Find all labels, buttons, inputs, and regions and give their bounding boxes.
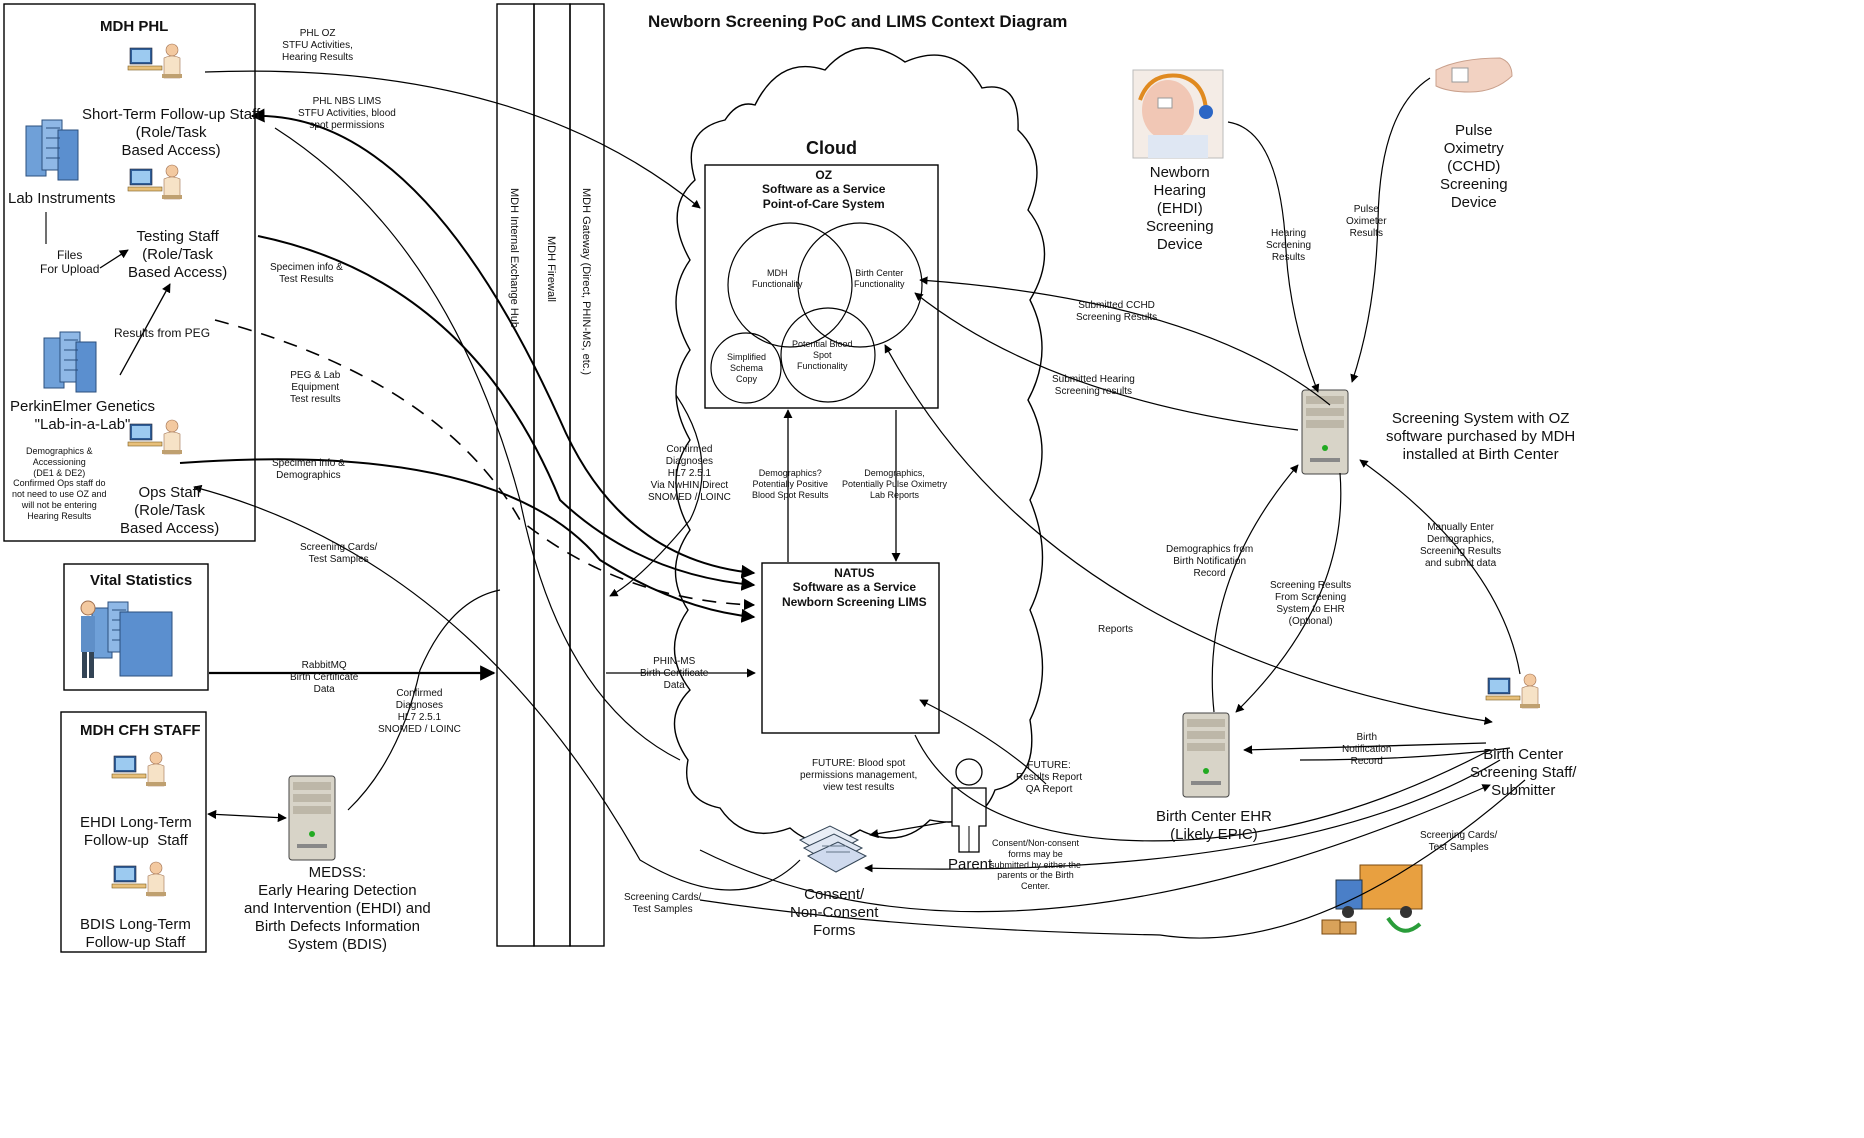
confirmed-hl7-flow-label: Confirmed Diagnoses HL7 2.5.1 SNOMED / L… bbox=[378, 688, 461, 735]
shipping-truck-icon bbox=[1321, 864, 1423, 935]
screening-cards-flow-label-1: Screening Cards/ Test Samples bbox=[300, 542, 378, 565]
screening-system-label: Screening System with OZ software purcha… bbox=[1386, 410, 1576, 463]
manually-enter-flow-label: Manually Enter Demographics, Screening R… bbox=[1420, 522, 1502, 569]
medss-server-icon bbox=[288, 775, 336, 861]
reports-flow-label: Reports bbox=[1098, 624, 1134, 635]
medss-label: MEDSS: Early Hearing Detection and Inter… bbox=[244, 864, 431, 953]
schema-copy-label: Simplified Schema Copy bbox=[727, 352, 767, 384]
pulse-oximetry-device-icon bbox=[1435, 57, 1513, 93]
natus-title: NATUS Software as a Service Newborn Scre… bbox=[782, 566, 927, 609]
mdh-cfh-box bbox=[60, 711, 207, 953]
birth-center-staff-label: Birth Center Screening Staff/ Submitter bbox=[1470, 746, 1577, 799]
parent-icon bbox=[951, 758, 987, 853]
cloud-label: Cloud bbox=[806, 138, 857, 158]
files-for-upload-label: Files For Upload bbox=[40, 248, 100, 277]
vital-statistics-title: Vital Statistics bbox=[90, 572, 193, 589]
perkin-elmer-icon bbox=[43, 331, 97, 393]
firewall-column bbox=[533, 3, 571, 947]
vital-statistics-box bbox=[63, 563, 209, 691]
submitted-cchd-flow-label: Submitted CCHD Screening Results bbox=[1076, 300, 1158, 323]
parent-label: Parent bbox=[948, 856, 993, 873]
ops-staff-label: Ops Staff (Role/Task Based Access) bbox=[120, 484, 220, 537]
testing-staff-label: Testing Staff (Role/Task Based Access) bbox=[128, 228, 228, 281]
firewall-label: MDH Firewall bbox=[545, 236, 557, 302]
pulse-ox-label: Pulse Oximetry (CCHD) Screening Device bbox=[1440, 122, 1508, 211]
exchange-hub-column bbox=[496, 3, 535, 947]
consent-forms-label: Consent/ Non-Consent Forms bbox=[790, 886, 879, 939]
gateway-column bbox=[569, 3, 605, 947]
future-bloodspot-flow-label: FUTURE: Blood spot permissions managemen… bbox=[800, 758, 918, 793]
screening-to-ehr-flow-label: Screening Results From Screening System … bbox=[1270, 580, 1352, 627]
screening-cards-flow-label-2: Screening Cards/ Test Samples bbox=[624, 892, 702, 915]
lab-instruments-label: Lab Instruments bbox=[8, 190, 116, 207]
phl-lims-flow-label: PHL NBS LIMS STFU Activities, blood spot… bbox=[298, 96, 396, 131]
birth-center-staff-icon bbox=[1485, 673, 1541, 709]
screening-cards-flow-label-3: Screening Cards/ Test Samples bbox=[1420, 830, 1498, 853]
oz-title: OZ Software as a Service Point-of-Care S… bbox=[762, 168, 886, 211]
submitted-hearing-flow-label: Submitted Hearing Screening results bbox=[1052, 374, 1135, 397]
hearing-results-flow-label: Hearing Screening Results bbox=[1266, 228, 1312, 263]
blood-spot-functionality-label: Potential Blood Spot Functionality bbox=[792, 339, 853, 371]
birth-center-functionality-label: Birth Center Functionality bbox=[854, 268, 905, 289]
bdis-staff-label: BDIS Long-Term Follow-up Staff bbox=[80, 916, 191, 951]
blood-spot-functionality-circle bbox=[780, 307, 876, 403]
lab-instruments-icon bbox=[25, 119, 79, 181]
curve-connectors bbox=[179, 70, 1526, 939]
demo-bloodspot-label: Demographics? Potentially Positive Blood… bbox=[752, 468, 829, 500]
ops-note-label: Demographics & Accessioning (DE1 & DE2) … bbox=[12, 446, 107, 521]
results-from-peg-label: Results from PEG bbox=[114, 326, 211, 340]
demo-pulse-label: Demographics, Potentially Pulse Oximetry… bbox=[842, 468, 948, 500]
mdh-cfh-title: MDH CFH STAFF bbox=[80, 722, 201, 739]
rabbitmq-flow-label: RabbitMQ Birth Certificate Data bbox=[290, 660, 359, 695]
screening-system-server-icon bbox=[1301, 389, 1349, 475]
birth-center-ehr-label: Birth Center EHR (Likely EPIC) bbox=[1156, 808, 1272, 843]
gateway-label: MDH Gateway (Direct, PHIN-MS, etc.) bbox=[580, 188, 592, 376]
stfu-staff-icon bbox=[127, 43, 183, 79]
future-results-flow-label: FUTURE: Results Report QA Report bbox=[1016, 760, 1083, 795]
demo-birth-notification-flow-label: Demographics from Birth Notification Rec… bbox=[1166, 544, 1254, 579]
consent-forms-icon bbox=[798, 825, 868, 873]
birth-center-functionality-circle bbox=[797, 222, 923, 348]
newborn-hearing-label: Newborn Hearing (EHDI) Screening Device bbox=[1146, 164, 1214, 253]
ehdi-staff-icon bbox=[111, 751, 167, 787]
newborn-hearing-device-icon bbox=[1132, 69, 1224, 159]
ehdi-staff-label: EHDI Long-Term Follow-up Staff bbox=[80, 814, 192, 849]
testing-staff-icon bbox=[127, 164, 183, 200]
connectors bbox=[45, 212, 1487, 839]
diagram-title: Newborn Screening PoC and LIMS Context D… bbox=[648, 12, 1068, 31]
mdh-phl-title: MDH PHL bbox=[100, 18, 169, 35]
stfu-staff-label: Short-Term Follow-up Staff (Role/Task Ba… bbox=[82, 106, 261, 159]
exchange-hub-label: MDH Internal Exchange Hub bbox=[508, 188, 520, 329]
peg-lab-flow-label: PEG & Lab Equipment Test results bbox=[290, 370, 341, 405]
phl-oz-flow-label: PHL OZ STFU Activities, Hearing Results bbox=[282, 28, 354, 63]
mdh-functionality-label: MDH Functionality bbox=[752, 268, 803, 289]
birth-notification-flow-label: Birth Notification Record bbox=[1342, 732, 1392, 767]
bdis-staff-icon bbox=[111, 861, 167, 897]
birth-center-ehr-server-icon bbox=[1182, 712, 1230, 798]
specimen-demo-flow-label: Specimen info & Demographics bbox=[272, 458, 345, 481]
vital-statistics-icon bbox=[80, 600, 173, 678]
consent-note-label: Consent/Non-consent forms may be submitt… bbox=[990, 838, 1082, 892]
specimen-test-flow-label: Specimen info & Test Results bbox=[270, 262, 343, 285]
pulse-results-flow-label: Pulse Oximeter Results bbox=[1346, 204, 1387, 239]
confirmed-nwhin-flow-label: Confirmed Diagnoses HL7 2.5.1 Via NwHIN … bbox=[648, 444, 731, 503]
perkin-elmer-label: PerkinElmer Genetics "Lab-in-a-Lab" bbox=[10, 398, 156, 433]
phin-ms-flow-label: PHIN-MS Birth Certificate Data bbox=[640, 656, 709, 691]
